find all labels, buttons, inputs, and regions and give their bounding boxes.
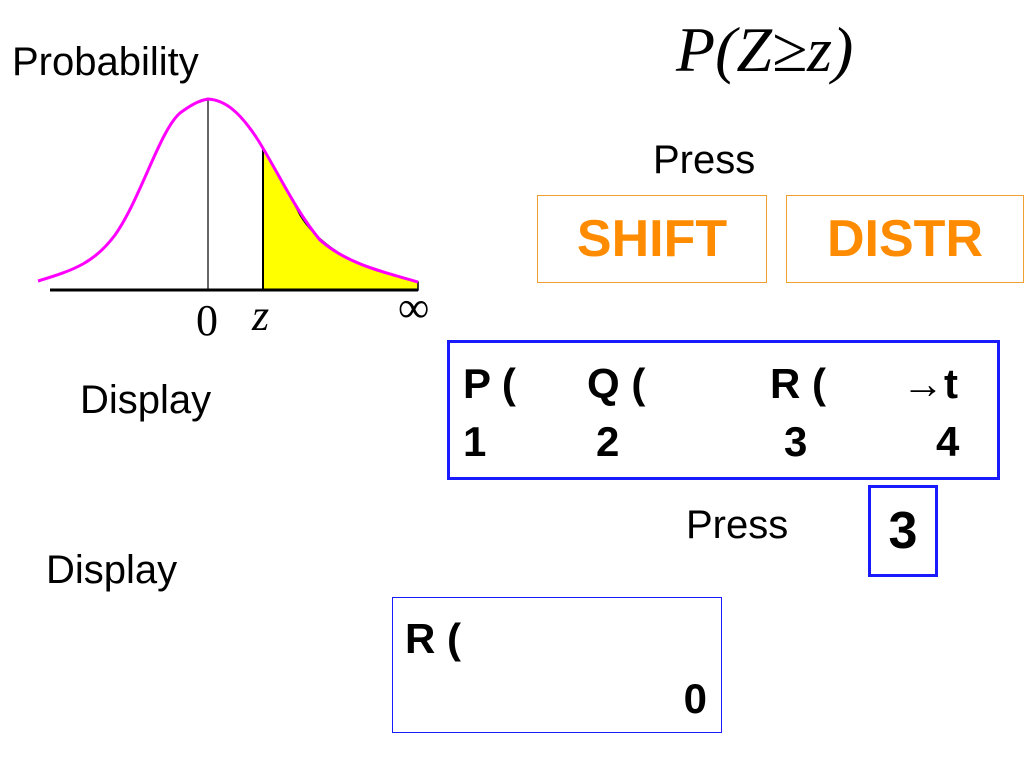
menu-number-3: 3 bbox=[784, 418, 808, 465]
menu-number-2: 2 bbox=[596, 418, 620, 465]
menu-option-p: P ( bbox=[463, 360, 516, 407]
display-label-1: Display bbox=[80, 378, 212, 422]
shift-key[interactable]: SHIFT bbox=[537, 195, 767, 283]
menu-number-4: 4 bbox=[936, 418, 960, 465]
display-function: R ( bbox=[405, 615, 461, 662]
display-label-2: Display bbox=[46, 548, 178, 592]
bell-curve bbox=[37, 97, 419, 284]
press-label-1: Press bbox=[653, 138, 756, 182]
menu-number-1: 1 bbox=[463, 418, 487, 465]
normal-curve-diagram: 0 z ∞ bbox=[37, 97, 429, 345]
axis-label-zero: 0 bbox=[196, 296, 218, 345]
probability-formula: P(Z≥z) bbox=[676, 14, 854, 85]
menu-option-q: Q ( bbox=[587, 360, 646, 407]
menu-option-r: R ( bbox=[770, 360, 826, 407]
probability-title: Probability bbox=[12, 40, 199, 84]
axis-label-infinity: ∞ bbox=[398, 283, 429, 332]
display-value: 0 bbox=[683, 675, 707, 722]
key-3[interactable]: 3 bbox=[868, 485, 938, 577]
calculator-display-result: R ( 0 bbox=[392, 597, 722, 733]
axis-label-z: z bbox=[251, 291, 269, 340]
press-label-2: Press bbox=[686, 503, 789, 547]
distr-key[interactable]: DISTR bbox=[786, 195, 1024, 283]
shaded-tail-area bbox=[262, 147, 419, 291]
calculator-display-menu: P ( Q ( R ( →t 1 2 3 4 bbox=[447, 340, 1000, 480]
menu-option-t: →t bbox=[902, 360, 958, 407]
